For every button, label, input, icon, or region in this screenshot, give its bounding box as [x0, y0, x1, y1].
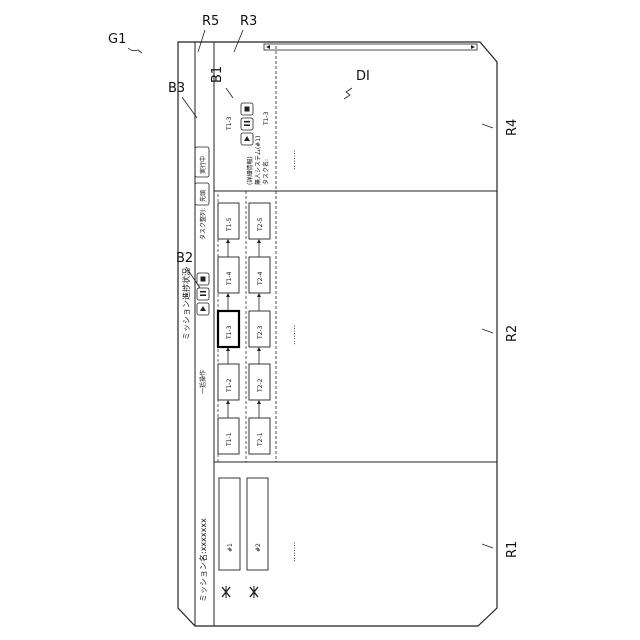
r3-leader — [234, 30, 243, 52]
stop-icon — [245, 107, 250, 112]
r4-label: R4 — [505, 119, 520, 136]
r2-label: R2 — [505, 325, 520, 342]
stop-icon — [201, 277, 206, 282]
detail-line-1: (詳細情報) — [246, 156, 254, 185]
figure-leader — [128, 48, 142, 53]
r1-label: R1 — [505, 541, 520, 558]
r4-leader — [482, 124, 493, 128]
pause-icon — [200, 294, 206, 296]
detail-line-2: 無人システム(#1) — [254, 136, 262, 185]
r2-ellipsis: ........ — [288, 325, 297, 345]
task-t1-2-label: T1-2 — [226, 378, 233, 393]
task-t1-1-label: T1-1 — [226, 432, 233, 447]
task-t1-4-label: T1-4 — [226, 271, 233, 286]
task-t2-2-label: T2-2 — [257, 378, 264, 393]
r3-label: R3 — [240, 14, 257, 29]
mission-name: ミッション名:xxxxxxx — [198, 518, 208, 602]
r5-leader — [198, 30, 205, 52]
pause-icon — [244, 124, 250, 126]
scrollbar[interactable] — [264, 44, 477, 50]
scroll-left-arrow[interactable] — [266, 45, 270, 49]
task-sort-label: タスク整列: — [199, 208, 207, 240]
r2-leader — [482, 329, 493, 333]
r5-label: R5 — [202, 14, 219, 29]
task-row-2: T2-1 T2-2 T2-3 T2-4 T2-5 — [249, 203, 270, 454]
mission-row-1[interactable] — [219, 478, 240, 570]
di-label: DI — [356, 69, 370, 84]
drone-icon-1 — [222, 586, 230, 598]
task-row-1: T1-1 T1-2 T1-3 T1-4 T1-5 — [218, 203, 239, 454]
r1-ellipsis: ........ — [288, 542, 297, 562]
task-t2-4-label: T2-4 — [257, 271, 264, 286]
bulk-operation-label: 一括操作 — [199, 370, 207, 394]
screen-title: ミッション進捗状況 — [181, 268, 191, 340]
b2-label: B2 — [176, 251, 193, 266]
sort-running-label: 実行中 — [199, 156, 207, 174]
bulk-pause-button[interactable] — [197, 288, 209, 300]
bulk-controls — [197, 273, 209, 315]
detail-line-3: タスク名: — [262, 159, 270, 185]
task-t1-5-label: T1-5 — [226, 217, 233, 232]
play-icon — [200, 306, 206, 311]
play-icon — [244, 136, 250, 141]
task-t2-5-label: T2-5 — [257, 217, 264, 232]
r1-leader — [482, 544, 493, 548]
b3-label: B3 — [168, 81, 185, 96]
figure-label: G1 — [108, 32, 126, 47]
scroll-right-arrow[interactable] — [471, 45, 475, 49]
b1-label: B1 — [210, 66, 225, 83]
task-t1-3-label: T1-3 — [226, 325, 233, 340]
mission-row-2[interactable] — [247, 478, 268, 570]
task-t2-3-label: T2-3 — [257, 325, 264, 340]
sort-head-label: 先頭 — [199, 190, 207, 202]
di-leader — [344, 88, 352, 99]
drone-icon-2 — [250, 586, 258, 598]
detail-controls — [241, 103, 253, 145]
detail-line-4: T1-3 — [263, 111, 270, 126]
mission-row-2-label: #2 — [255, 543, 262, 552]
b1-leader — [226, 88, 233, 98]
task-t2-1-label: T2-1 — [257, 432, 264, 447]
pause-icon-bar — [244, 121, 250, 123]
r4-ellipsis: ........ — [288, 150, 297, 170]
detail-pause-button[interactable] — [241, 118, 253, 130]
rotated-ui: ミッション進捗状況 ミッション名:xxxxxxx #1 #2 一括操作 タスク整… — [181, 103, 297, 602]
detail-task-id: T1-3 — [226, 116, 233, 131]
mission-row-1-label: #1 — [227, 543, 234, 552]
pause-icon-bar — [200, 291, 206, 293]
